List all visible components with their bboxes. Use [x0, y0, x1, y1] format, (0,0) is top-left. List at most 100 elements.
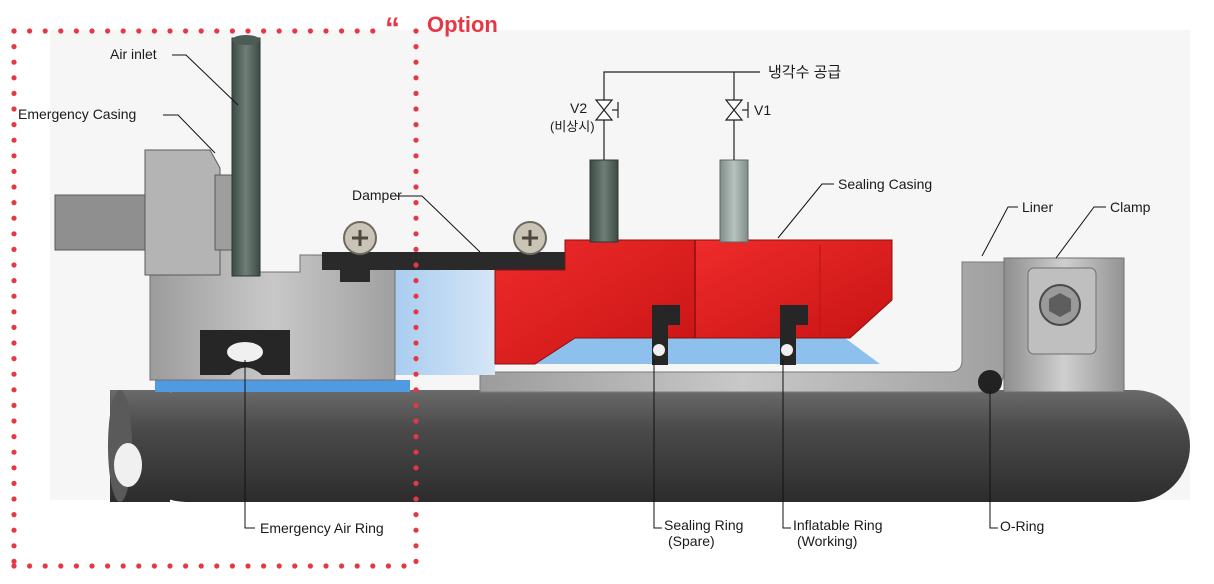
boundary-dot — [58, 28, 64, 34]
boundary-dot — [413, 44, 419, 50]
boundary-dot — [11, 418, 17, 424]
boundary-dot — [323, 563, 329, 569]
boundary-dot — [276, 28, 282, 34]
boundary-dot — [413, 309, 419, 315]
valve-v1-icon — [724, 99, 749, 121]
sealing-ring-spare-chamber — [653, 344, 665, 356]
boundary-dot — [11, 356, 17, 362]
label-sealing-ring: Sealing Ring — [664, 517, 743, 533]
boundary-dot — [183, 563, 189, 569]
leader-lines — [163, 54, 1106, 529]
water-film-left — [155, 380, 410, 392]
boundary-dot — [42, 28, 48, 34]
labels: Air inlet Emergency Casing Damper 냉각수 공급… — [18, 46, 1151, 549]
boundary-dot — [413, 168, 419, 174]
boundary-dot — [11, 324, 17, 330]
boundary-dot — [89, 563, 95, 569]
water-chamber-left — [395, 265, 495, 375]
boundary-dot — [11, 293, 17, 299]
boundary-dot — [401, 563, 407, 569]
boundary-dot — [183, 28, 189, 34]
boundary-dot — [11, 480, 17, 486]
boundary-dot — [413, 511, 419, 518]
boundary-dot — [413, 293, 419, 299]
boundary-dot — [11, 340, 17, 346]
boundary-dot — [339, 28, 345, 34]
boundary-dot — [385, 563, 391, 569]
boundary-dot — [413, 200, 419, 206]
boundary-dot — [151, 563, 157, 569]
boundary-dot — [11, 44, 17, 50]
boundary-dot — [105, 563, 111, 569]
boundary-dot — [413, 387, 419, 393]
boundary-dot — [11, 231, 17, 237]
coolant-pipe-v2 — [589, 159, 619, 243]
boundary-dot — [11, 387, 17, 393]
boundary-dot — [27, 28, 33, 34]
label-emergency-casing: Emergency Casing — [18, 106, 136, 122]
boundary-dot — [73, 28, 79, 34]
boundary-dot — [120, 563, 126, 569]
inflatable-ring-chamber — [781, 344, 793, 356]
boundary-dot — [370, 563, 376, 569]
boundary-dot — [413, 324, 419, 330]
option-label: Option — [427, 12, 498, 37]
boundary-dot — [261, 28, 267, 34]
boundary-dot — [413, 215, 419, 221]
option-heading: “ Option — [385, 12, 498, 45]
option-boundary — [11, 28, 419, 569]
boundary-dot — [11, 371, 17, 377]
boundary-dot — [354, 563, 360, 569]
boundary-dot — [413, 558, 419, 565]
boundary-dot — [11, 262, 17, 268]
boundary-dot — [89, 28, 95, 34]
boundary-dot — [11, 168, 17, 174]
boundary-dot — [413, 262, 419, 268]
boundary-dot — [11, 434, 17, 440]
boundary-dot — [413, 184, 419, 190]
boundary-dot — [413, 59, 419, 65]
clamp — [1003, 257, 1125, 393]
o-ring — [978, 370, 1002, 394]
label-emergency-air-ring: Emergency Air Ring — [260, 520, 384, 536]
boundary-dot — [307, 563, 313, 569]
boundary-dot — [413, 527, 419, 533]
boundary-dot — [245, 28, 251, 34]
boundary-dot — [11, 215, 17, 221]
boundary-dot — [245, 563, 251, 569]
boundary-dot — [11, 122, 17, 128]
boundary-dot — [413, 137, 419, 143]
boundary-dot — [413, 122, 419, 128]
boundary-dot — [120, 28, 126, 34]
label-damper: Damper — [352, 187, 402, 203]
valve-v2-icon — [594, 99, 619, 121]
boundary-dot — [198, 28, 204, 34]
boundary-dot — [354, 28, 360, 34]
boundary-dot — [413, 90, 419, 96]
boundary-dot — [11, 309, 17, 315]
boundary-dot — [105, 28, 111, 34]
boundary-dot — [413, 75, 419, 81]
quote-mark-icon: “ — [385, 12, 400, 45]
boundary-dot — [198, 563, 204, 569]
boundary-dot — [167, 563, 173, 569]
boundary-dot — [292, 563, 298, 569]
boundary-dot — [339, 563, 345, 569]
label-coolant-supply: 냉각수 공급 — [768, 64, 841, 81]
boundary-dot — [11, 402, 17, 408]
label-v2: V2 — [570, 100, 587, 116]
boundary-dot — [214, 563, 220, 569]
boundary-dot — [11, 28, 17, 34]
boundary-dot — [413, 28, 419, 34]
boundary-dot — [413, 246, 419, 252]
label-clamp: Clamp — [1110, 199, 1151, 215]
label-o-ring: O-Ring — [1000, 518, 1044, 534]
boundary-dot — [413, 418, 419, 424]
boundary-dot — [413, 340, 419, 346]
boundary-dot — [11, 200, 17, 206]
boundary-dot — [11, 278, 17, 284]
boundary-dot — [27, 563, 33, 569]
boundary-dot — [413, 465, 419, 471]
boundary-dot — [11, 543, 17, 549]
sealing-casing — [494, 239, 893, 365]
